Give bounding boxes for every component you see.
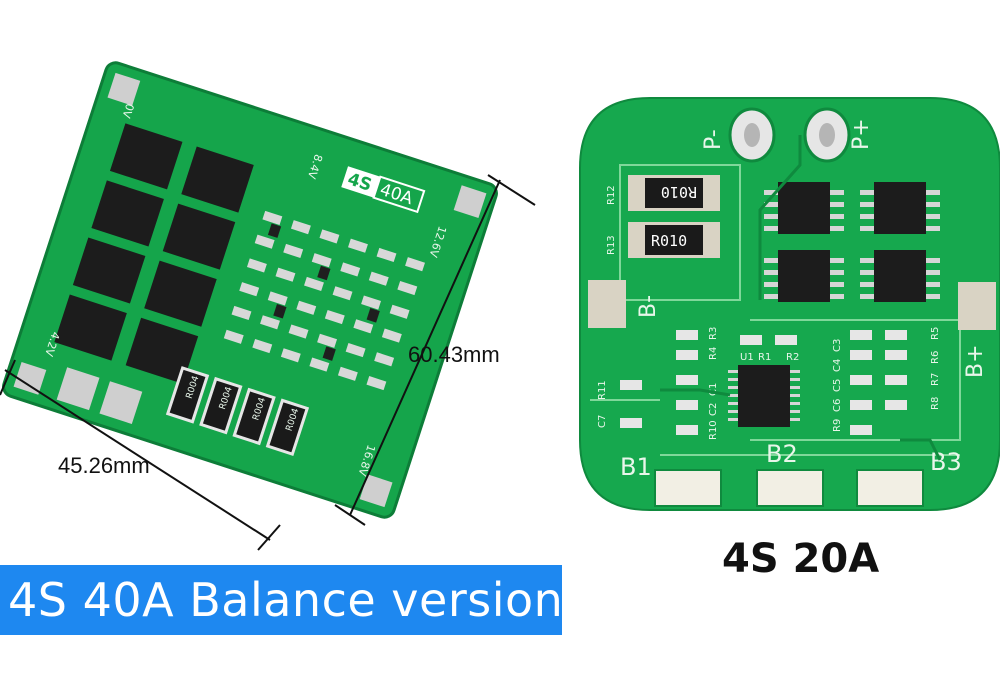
svg-text:C7: C7 [597, 415, 608, 428]
pad-label: B+ [963, 344, 988, 378]
right-shunts: R010 R010 [628, 175, 720, 258]
mount-pad [13, 361, 47, 395]
svg-text:U1: U1 [740, 352, 754, 363]
current-badge: 4S 40A [341, 166, 426, 214]
banner-background [0, 565, 562, 635]
svg-text:R12: R12 [606, 185, 617, 205]
shunt-label: R010 [661, 183, 697, 201]
svg-text:R9: R9 [832, 419, 843, 432]
b3-pad [856, 469, 924, 507]
svg-text:R8: R8 [930, 397, 941, 410]
svg-text:R1: R1 [758, 352, 771, 363]
pad-label: B- [636, 295, 661, 318]
svg-text:C1: C1 [708, 383, 719, 396]
mosfet-array [54, 123, 254, 384]
shunt-resistors: R004 R004 R004 R004 [165, 366, 310, 457]
svg-text:R5: R5 [930, 327, 941, 340]
svg-text:R7: R7 [930, 373, 941, 386]
shunt-label: R010 [651, 232, 687, 250]
b2-pad [756, 469, 824, 507]
right-mosfets [764, 182, 940, 302]
pad-label: B2 [766, 440, 798, 468]
svg-text:R4: R4 [708, 347, 719, 360]
mount-pad [359, 474, 393, 508]
silk-voltage: 0V [119, 102, 136, 120]
smd-components [223, 210, 425, 391]
output-pad-pos [99, 381, 143, 425]
pad-label: P+ [849, 118, 874, 150]
svg-text:C2: C2 [708, 403, 719, 416]
protection-ic [738, 365, 790, 427]
b-minus-pad [588, 280, 626, 328]
dimension-lines [0, 174, 536, 551]
b1-pad [654, 469, 722, 507]
width-dimension-label: 45.26mm [58, 453, 150, 478]
banner-title: 4S 40A Balance version [8, 573, 564, 627]
height-dimension-label: 60.43mm [408, 342, 500, 367]
svg-text:R10: R10 [708, 420, 719, 440]
output-pad-neg [56, 367, 100, 411]
svg-text:C5: C5 [832, 379, 843, 392]
svg-text:C3: C3 [832, 339, 843, 352]
right-board-caption: 4S 20A [722, 536, 880, 582]
svg-text:R11: R11 [597, 380, 608, 400]
b-plus-pad [958, 282, 996, 330]
svg-text:C4: C4 [832, 359, 843, 372]
mount-pad [453, 185, 487, 219]
svg-text:R2: R2 [786, 352, 799, 363]
svg-text:R3: R3 [708, 327, 719, 340]
pad-label: B1 [620, 453, 652, 481]
svg-text:R6: R6 [930, 351, 941, 364]
right-smd [620, 330, 907, 435]
mount-pad [107, 72, 141, 106]
svg-text:C6: C6 [832, 399, 843, 412]
pad-label: P- [701, 129, 726, 150]
svg-text:R13: R13 [606, 235, 617, 255]
